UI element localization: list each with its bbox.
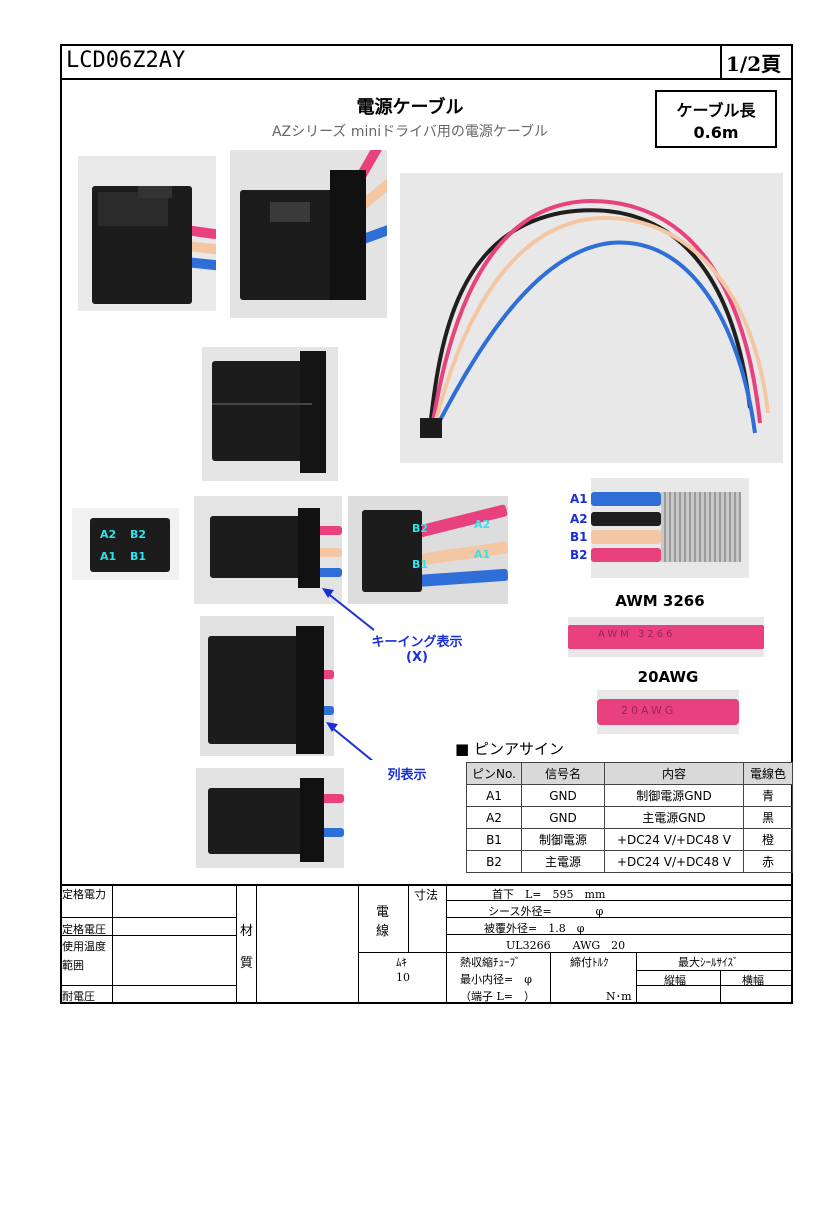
spec-horizontal: 横幅 (742, 974, 764, 987)
spec-torque-unit: N･m (606, 990, 632, 1003)
spec-shrink: 熱収縮ﾁｭｰﾌﾞ (460, 956, 521, 969)
awm-wire-print: AWM 3266 (598, 629, 676, 640)
spec-ul: UL3266 AWG 20 (506, 939, 626, 952)
header-row (60, 44, 793, 80)
spec-coating: 被覆外径= 1.8 φ (484, 922, 585, 935)
spec-rated-current: 定格電力 (62, 888, 106, 901)
page-subtitle: AZシリーズ miniドライバ用の電源ケーブル (271, 124, 549, 140)
awm-caption: AWM 3266 (615, 592, 705, 610)
spec-wire-1: 電 (376, 905, 390, 920)
cell: 黒 (743, 806, 793, 829)
document-frame (60, 44, 793, 1004)
spec-muki-value: 10 (396, 971, 410, 984)
cable-length-label: ケーブル長 (676, 101, 756, 120)
connector-back-photo: B2 A2 B1 A1 (348, 496, 508, 604)
spec-withstand: 耐電圧 (62, 990, 95, 1003)
cell: +DC24 V/+DC48 V (604, 850, 744, 873)
awg-wire-print: 20AWG (621, 704, 677, 717)
spec-min-inner: 最小内径= φ (460, 973, 532, 986)
cable-drawing (420, 198, 770, 438)
spec-wire-2: 線 (376, 924, 390, 939)
table-row: A2 GND 主電源GND 黒 (466, 806, 793, 829)
wire-label-3: B1 (570, 530, 588, 544)
col-signal: 信号名 (521, 762, 605, 785)
back-label-b2: B2 (412, 522, 429, 535)
connector-face-photo: A2 B2 A1 B1 (72, 508, 179, 580)
cell: 制御電源 (521, 828, 605, 851)
spec-seal: 最大ｼｰﾙｻｲｽﾞ (678, 956, 739, 969)
cable-photo (400, 173, 783, 463)
spec-sheath: シース外径= φ (488, 905, 604, 918)
col-content: 内容 (604, 762, 744, 785)
wire-label-2: A2 (570, 512, 588, 526)
awg-caption: 20AWG (637, 668, 699, 686)
awm-wire-photo: AWM 3266 (568, 617, 764, 657)
cell: GND (521, 806, 605, 829)
cell: +DC24 V/+DC48 V (604, 828, 744, 851)
cell: A1 (466, 784, 522, 807)
face-label-a2: A2 (100, 528, 117, 541)
cell: 主電源 (521, 850, 605, 873)
cell: 制御電源GND (604, 784, 744, 807)
annotation-arrows (322, 588, 375, 760)
spec-vertical: 縦幅 (664, 974, 686, 987)
pin-assign-table: ピンNo. 信号名 内容 電線色 A1 GND 制御電源GND 青 A2 GND… (466, 762, 793, 873)
keying-photo (194, 496, 342, 604)
cable-length-box: ケーブル長 0.6m (655, 90, 777, 148)
wire-label-4: B2 (570, 548, 588, 562)
spec-terminal: （端子 L= ） (460, 990, 536, 1003)
keying-annotation: キーイング表示 (X) (370, 631, 464, 665)
cell: 赤 (743, 850, 793, 873)
back-label-b1: B1 (412, 558, 429, 571)
connector-photo-side (202, 347, 338, 481)
spec-material-1: 材 (240, 924, 254, 939)
product-code: LCD06Z2AY (66, 48, 186, 73)
cell: 青 (743, 784, 793, 807)
row-indicator-photo (200, 616, 334, 756)
face-label-a1: A1 (100, 550, 117, 563)
row-annotation: 列表示 (387, 768, 427, 783)
spec-length: 首下 L= 595 mm (492, 888, 606, 901)
spec-dims: 寸法 (414, 888, 439, 902)
spec-table: 定格電力 定格電圧 使用温度 範囲 耐電圧 材 質 電 線 寸法 首下 L= 5… (60, 884, 793, 1004)
connector-photo-1 (78, 156, 216, 311)
face-label-b2: B2 (130, 528, 147, 541)
back-label-a2: A2 (474, 518, 491, 531)
col-color: 電線色 (743, 762, 793, 785)
connector-bottom-photo (196, 768, 344, 868)
cell: GND (521, 784, 605, 807)
pin-assign-heading: ■ ピンアサイン (455, 740, 564, 758)
col-pin: ピンNo. (466, 762, 522, 785)
page-number: 1/2頁 (726, 52, 782, 76)
cell: 橙 (743, 828, 793, 851)
keying-label: キーイング表示 (371, 635, 463, 650)
awg-wire-photo: 20AWG (597, 690, 739, 734)
wire-label-1: A1 (570, 492, 588, 506)
cell: A2 (466, 806, 522, 829)
cell: 主電源GND (604, 806, 744, 829)
face-label-b1: B1 (130, 550, 147, 563)
cell: B1 (466, 828, 522, 851)
page-title: 電源ケーブル (356, 97, 464, 118)
connector-photo-2 (230, 150, 387, 318)
spec-muki: ﾑｷ (396, 956, 407, 969)
wire-ends-figure: A1 A2 B1 B2 (565, 478, 750, 583)
cell: B2 (466, 850, 522, 873)
spec-torque: 締付ﾄﾙｸ (570, 956, 609, 969)
spec-material-2: 質 (240, 956, 254, 971)
header-divider (720, 44, 722, 80)
spec-temp-label: 使用温度 (62, 940, 106, 953)
table-row: A1 GND 制御電源GND 青 (466, 784, 793, 807)
table-row: B2 主電源 +DC24 V/+DC48 V 赤 (466, 850, 793, 873)
table-row: B1 制御電源 +DC24 V/+DC48 V 橙 (466, 828, 793, 851)
spec-rated-voltage: 定格電圧 (62, 923, 106, 936)
keying-sublabel: (X) (406, 650, 428, 665)
back-label-a1: A1 (474, 548, 491, 561)
cable-length-value: 0.6m (693, 123, 739, 142)
spec-temp-range: 範囲 (62, 959, 84, 972)
